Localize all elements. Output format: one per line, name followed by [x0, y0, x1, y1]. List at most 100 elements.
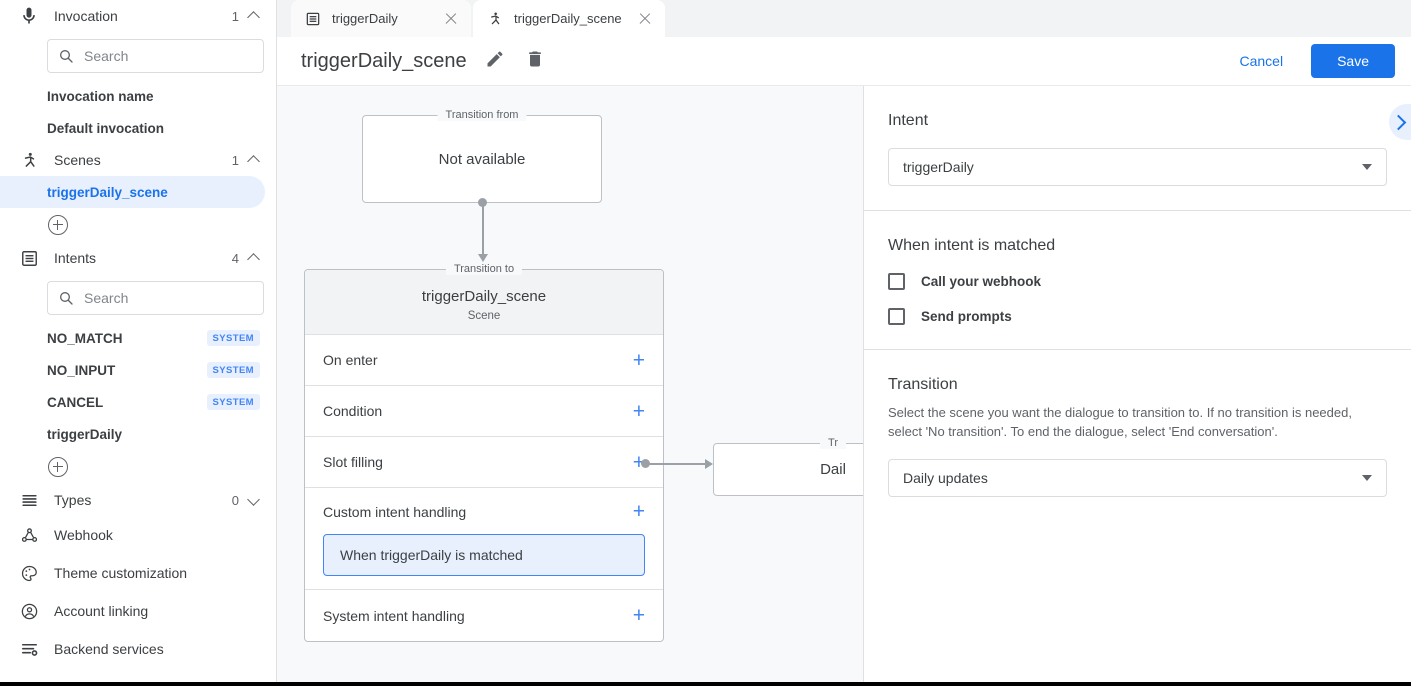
invocation-search-placeholder: Search	[84, 48, 129, 64]
connector-line-vertical	[482, 203, 484, 258]
pencil-icon[interactable]	[485, 49, 509, 73]
sidebar-item-label: Account linking	[54, 603, 149, 619]
types-icon	[18, 489, 40, 511]
sidebar-section-types[interactable]: Types 0	[0, 484, 276, 516]
add-intent-row	[0, 450, 276, 484]
sidebar-item-label: Theme customization	[54, 565, 188, 581]
sidebar-item-cancel[interactable]: CANCEL SYSTEM	[0, 386, 276, 418]
intent-handler-chip[interactable]: When triggerDaily is matched	[323, 534, 645, 576]
transition-to-legend: Transition to	[445, 263, 523, 275]
close-icon[interactable]	[442, 10, 460, 28]
intents-icon	[18, 247, 40, 269]
scene-graph-canvas[interactable]: Transition from Not available Transition…	[277, 86, 863, 686]
connector-dot-handler	[641, 459, 650, 468]
tab-bar: triggerDaily triggerDaily_scene	[277, 0, 1411, 37]
cancel-button[interactable]: Cancel	[1223, 45, 1299, 77]
scene-row-system-intent-handling[interactable]: System intent handling +	[305, 590, 663, 641]
close-icon[interactable]	[636, 10, 654, 28]
backend-services-icon	[18, 638, 40, 660]
window-bottom-strip	[0, 682, 1411, 686]
intent-section: Intent triggerDaily	[864, 86, 1411, 211]
intent-select[interactable]: triggerDaily	[888, 148, 1387, 186]
sidebar-section-label: Intents	[54, 250, 97, 266]
sidebar-section-scenes[interactable]: Scenes 1	[0, 144, 276, 176]
sidebar-section-intents[interactable]: Intents 4	[0, 242, 276, 274]
main-area: triggerDaily triggerDaily_scene triggerD…	[277, 0, 1411, 686]
transition-select[interactable]: Daily updates	[888, 459, 1387, 497]
chevron-up-icon[interactable]	[248, 252, 260, 264]
send-prompts-label: Send prompts	[921, 309, 1012, 324]
chevron-up-icon[interactable]	[248, 154, 260, 166]
intents-search-placeholder: Search	[84, 290, 129, 306]
add-system-intent-handling-icon[interactable]: +	[632, 604, 645, 627]
sidebar-section-invocation[interactable]: Invocation 1	[0, 0, 276, 32]
sidebar-item-backend-services[interactable]: Backend services	[0, 630, 276, 668]
add-on-enter-icon[interactable]: +	[632, 348, 645, 372]
invocation-search-input[interactable]: Search	[47, 39, 264, 73]
tab-triggerdaily-scene[interactable]: triggerDaily_scene	[473, 0, 665, 37]
transition-from-card[interactable]: Transition from Not available	[362, 109, 602, 203]
scene-icon	[18, 149, 40, 171]
search-icon	[60, 292, 73, 305]
chevron-up-icon[interactable]	[248, 10, 260, 22]
transition-section: Transition Select the scene you want the…	[864, 350, 1411, 521]
sidebar-section-count: 1	[231, 8, 239, 24]
scene-card-header: triggerDaily_scene Scene	[305, 270, 663, 335]
intents-search-wrap: Search	[0, 274, 276, 322]
search-icon	[60, 50, 73, 63]
scene-row-slot-filling[interactable]: Slot filling +	[305, 437, 663, 488]
scene-row-custom-intent-handling[interactable]: Custom intent handling + When triggerDai…	[305, 488, 663, 590]
sidebar-item-invocation-name[interactable]: Invocation name	[0, 80, 276, 112]
scene-card[interactable]: Transition to triggerDaily_scene Scene O…	[304, 263, 664, 642]
connector-arrow-down	[477, 254, 488, 262]
page-title: triggerDaily_scene	[301, 49, 467, 72]
transition-target-card[interactable]: Tr Dail	[713, 437, 863, 496]
sidebar-item-no-input[interactable]: NO_INPUT SYSTEM	[0, 354, 276, 386]
save-button[interactable]: Save	[1311, 44, 1395, 78]
palette-icon	[18, 562, 40, 584]
connector-arrow-right	[705, 458, 713, 469]
page-header: triggerDaily_scene Cancel Save	[277, 37, 1411, 86]
sidebar-item-no-match[interactable]: NO_MATCH SYSTEM	[0, 322, 276, 354]
call-webhook-checkbox-row[interactable]: Call your webhook	[888, 273, 1387, 290]
add-condition-icon[interactable]: +	[632, 399, 645, 423]
status-badge: SYSTEM	[206, 394, 260, 410]
scene-row-label: System intent handling	[323, 607, 465, 624]
scene-row-label: Slot filling	[323, 454, 383, 470]
scene-row-on-enter[interactable]: On enter +	[305, 335, 663, 386]
send-prompts-checkbox-row[interactable]: Send prompts	[888, 308, 1387, 325]
transition-from-value: Not available	[438, 150, 526, 168]
add-slot-filling-icon[interactable]: +	[632, 450, 645, 474]
sidebar-item-label: NO_MATCH	[47, 330, 123, 346]
sidebar-item-triggerdaily[interactable]: triggerDaily	[0, 418, 276, 450]
trash-icon[interactable]	[525, 49, 549, 73]
tab-label: triggerDaily	[332, 11, 398, 26]
intents-search-input[interactable]: Search	[47, 281, 264, 315]
chevron-down-icon	[1362, 475, 1372, 481]
sidebar-item-default-invocation[interactable]: Default invocation	[0, 112, 276, 144]
sidebar-item-label: Webhook	[54, 527, 113, 543]
sidebar-item-account-linking[interactable]: Account linking	[0, 592, 276, 630]
sidebar-item-webhook[interactable]: Webhook	[0, 516, 276, 554]
webhook-icon	[18, 524, 40, 546]
call-webhook-checkbox[interactable]	[888, 273, 905, 290]
add-custom-intent-handling-icon[interactable]: +	[632, 500, 645, 523]
chevron-down-icon[interactable]	[248, 494, 260, 506]
microphone-icon	[18, 5, 40, 27]
sidebar-item-label: CANCEL	[47, 394, 104, 410]
tab-triggerdaily[interactable]: triggerDaily	[291, 0, 471, 37]
transition-from-legend: Transition from	[437, 109, 527, 121]
add-intent-icon[interactable]	[48, 457, 68, 477]
when-intent-matched-section: When intent is matched Call your webhook…	[864, 211, 1411, 350]
add-scene-icon[interactable]	[48, 215, 68, 235]
sidebar-item-triggerdaily-scene[interactable]: triggerDaily_scene	[0, 176, 265, 208]
panel-collapse-button[interactable]	[1389, 104, 1411, 140]
transition-target-legend: Tr	[820, 437, 846, 449]
sidebar-item-theme-customization[interactable]: Theme customization	[0, 554, 276, 592]
send-prompts-checkbox[interactable]	[888, 308, 905, 325]
connector-line-horizontal	[649, 463, 707, 465]
scene-row-condition[interactable]: Condition +	[305, 386, 663, 437]
sidebar-item-label: Invocation name	[47, 88, 154, 104]
scene-row-label: Condition	[323, 403, 383, 419]
